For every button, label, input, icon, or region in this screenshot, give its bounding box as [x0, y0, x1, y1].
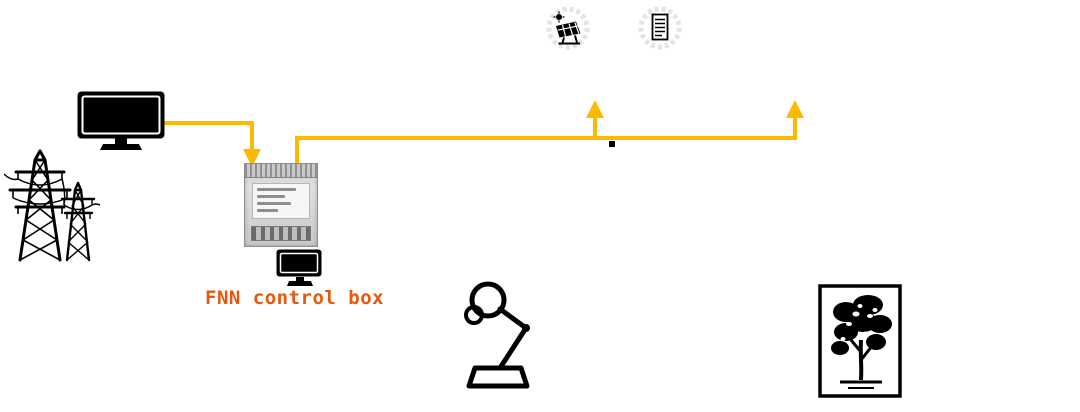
- device-terminal-strip-top: [245, 164, 317, 178]
- fnn-control-box-label: FNN control box: [205, 287, 385, 309]
- up-arrow-right-icon: [786, 100, 804, 118]
- solar-panel-icon: [546, 6, 590, 50]
- device-label-line: [257, 209, 279, 212]
- display-monitor-icon: [276, 249, 322, 286]
- device-label-line: [257, 202, 291, 205]
- up-arrow-left-icon: [586, 100, 604, 118]
- transmission-towers-icon: [4, 149, 100, 262]
- device-label-line: [257, 195, 285, 198]
- monitor-icon: [77, 91, 165, 150]
- bus-line: [295, 117, 797, 164]
- down-arrow-icon: [243, 149, 261, 167]
- device-terminal-strip-bottom: [251, 226, 311, 241]
- junction-dot: [609, 141, 615, 147]
- device-label-line: [257, 188, 297, 191]
- framed-tree-icon: [818, 284, 902, 398]
- monitor-to-box-line: [158, 121, 254, 151]
- fnn-control-box-device: [244, 163, 318, 247]
- desk-lamp-icon: [464, 281, 530, 389]
- document-icon: [638, 6, 682, 50]
- device-label-panel: [252, 183, 310, 219]
